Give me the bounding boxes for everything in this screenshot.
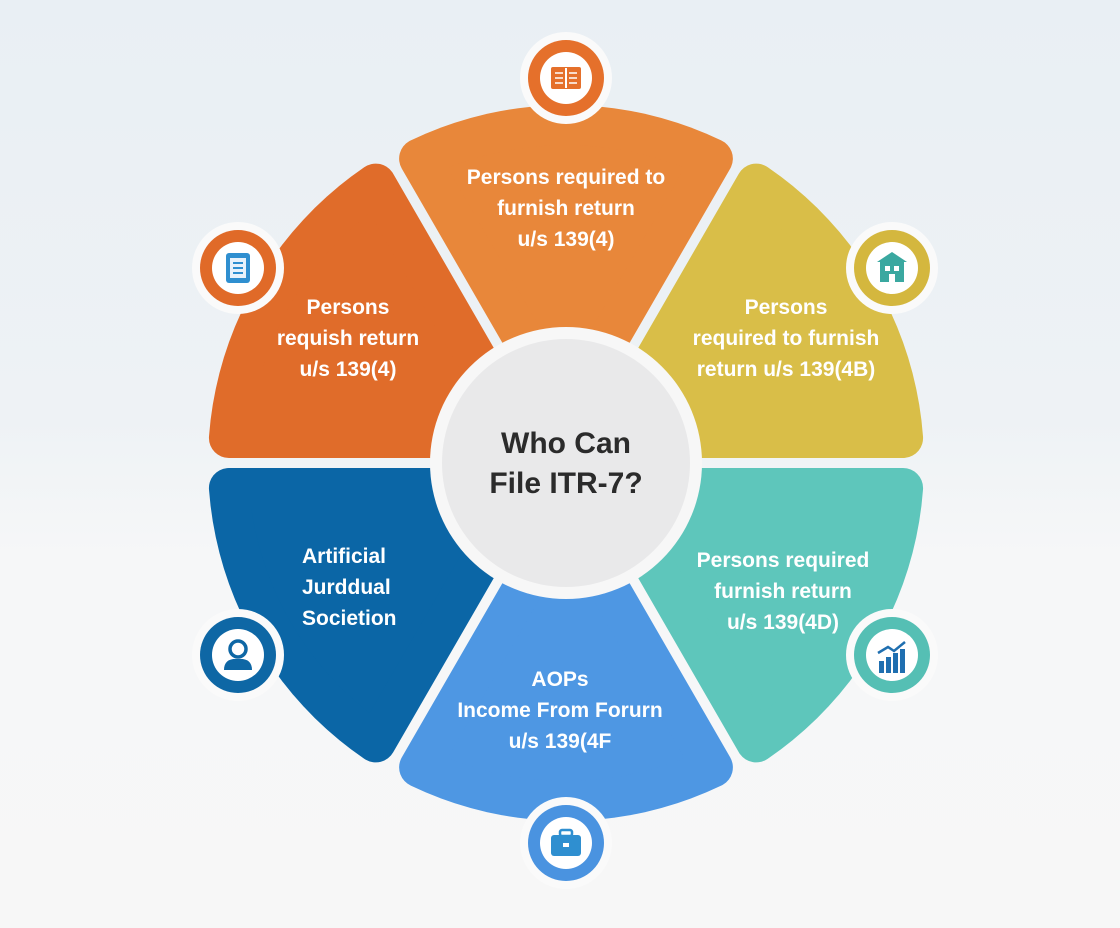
segment-top-label: Persons required to furnish return u/s 1…: [467, 162, 665, 255]
label-line: Societion: [302, 607, 397, 630]
label-line: Persons required to: [466, 166, 666, 189]
segment-upper-right-label: Persons required to furnish return u/s 1…: [693, 292, 880, 385]
label-line: requish return: [276, 327, 420, 350]
book-icon: [520, 32, 612, 124]
segment-bottom-label: AOPs Income From Forurn u/s 139(4F: [457, 664, 662, 757]
label-line: Jurddual: [302, 576, 391, 599]
label-line: u/s 139(4): [299, 358, 397, 381]
document-icon: [192, 222, 284, 314]
label-line: return u/s 139(4B): [696, 358, 876, 381]
label-line: AOPs: [531, 668, 589, 691]
label-line: furnish return: [714, 580, 852, 603]
building-icon: [846, 222, 938, 314]
label-line: furnish return: [497, 197, 635, 220]
center-title-line1: Who Can: [501, 427, 631, 460]
label-line: u/s 139(4D): [726, 611, 840, 634]
label-line: Persons required: [696, 549, 870, 572]
label-line: Persons: [306, 296, 390, 319]
center-title-line2: File ITR-7?: [489, 467, 643, 500]
segment-lower-left-label: Artificial Jurddual Societion: [302, 541, 397, 634]
chart-growth-icon: [846, 609, 938, 701]
label-line: Income From Forurn: [457, 699, 663, 722]
label-line: u/s 139(4F: [508, 730, 612, 753]
label-line: Artificial: [302, 545, 387, 568]
label-line: u/s 139(4): [517, 228, 615, 251]
segment-lower-right-label: Persons required furnish return u/s 139(…: [697, 545, 870, 638]
segment-upper-left-label: Persons requish return u/s 139(4): [277, 292, 419, 385]
label-line: required to furnish: [692, 327, 880, 350]
center-title: Who Can File ITR-7?: [489, 424, 642, 504]
center-circle: [442, 339, 690, 587]
briefcase-icon: [520, 797, 612, 889]
person-icon: [192, 609, 284, 701]
segment-top: [399, 105, 733, 433]
label-line: Persons: [744, 296, 828, 319]
